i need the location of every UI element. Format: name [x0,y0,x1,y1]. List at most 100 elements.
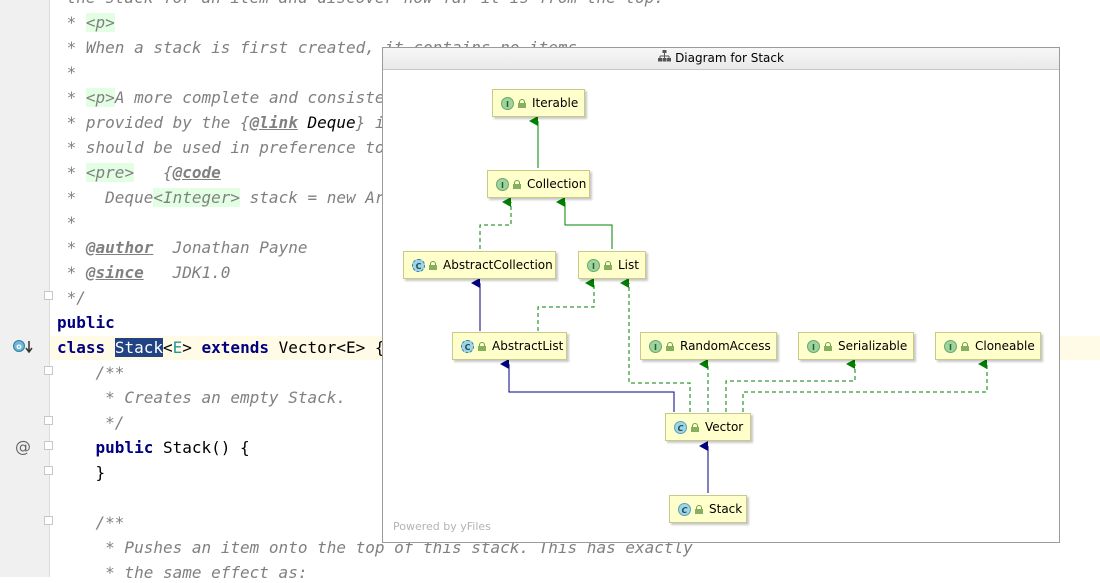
gutter-separator [49,0,50,577]
code-token: JDK1.0 [143,263,231,282]
node-cloneable[interactable]: I Cloneable [935,332,1041,360]
public-lock-icon [604,260,612,270]
node-label: Iterable [532,96,579,110]
code-line[interactable]: * [57,63,77,83]
code-line[interactable]: * Creates an empty Stack. [57,388,346,408]
node-label: List [618,258,639,272]
code-token: E [172,338,183,357]
class-icon: C [674,420,687,434]
node-abstract-collection[interactable]: C AbstractCollection [403,251,556,279]
public-lock-icon [961,341,969,351]
interface-icon: I [807,339,820,353]
interface-icon: I [501,96,514,110]
code-line[interactable]: * <p> [57,13,115,33]
fold-marker[interactable] [44,516,53,525]
code-token: * [57,63,77,82]
node-serializable[interactable]: I Serializable [798,332,914,360]
code-line[interactable]: */ [57,413,124,433]
edge-vector-cloneable [742,359,988,412]
node-label: Vector [705,420,744,434]
code-line[interactable]: /** [57,513,125,533]
public-lock-icon [478,341,486,351]
node-random-access[interactable]: I RandomAccess [640,332,777,360]
public-lock-icon [429,260,437,270]
code-token [57,438,96,457]
code-line[interactable]: /** [57,363,125,383]
edge-vector-abstractlist [500,359,675,412]
code-line[interactable]: public [57,313,115,333]
edge-vector-list [620,278,691,412]
edge-abstractcollection-collection [479,197,512,249]
edge-list-collection [556,197,613,249]
code-token: /** [57,363,125,382]
hierarchy-icon [658,48,672,69]
code-token [105,338,115,357]
code-token: * Creates an empty Stack. [57,388,346,407]
public-lock-icon [518,98,526,108]
code-line[interactable]: * @since JDK1.0 [57,263,231,283]
node-iterable[interactable]: I Iterable [492,89,585,117]
diagram-canvas[interactable]: I Iterable I Collection C AbstractCollec… [383,69,1059,542]
code-token: @since [85,263,144,282]
public-lock-icon [691,422,699,432]
code-line[interactable]: */ [57,288,86,308]
code-line[interactable]: } [57,463,106,483]
node-label: AbstractList [492,339,564,353]
interface-icon: I [496,177,509,191]
edge-abstractlist-list [537,278,595,331]
code-token: * [57,163,86,182]
code-token: * the same effect as: [57,563,308,582]
abstract-class-icon: C [461,339,474,353]
code-line[interactable]: * [57,213,77,233]
code-line[interactable]: * @author Jonathan Payne [57,238,308,258]
powered-by-label: Powered by yFiles [393,520,491,533]
edge-vector-serializable [725,359,856,412]
code-token: * [57,88,86,107]
interface-icon: I [944,339,957,353]
code-token: <pre> [85,163,135,182]
code-token: Stack() { [153,438,250,457]
code-token: @author [85,238,154,257]
code-token: /** [57,513,125,532]
code-line[interactable]: public Stack() { [57,438,250,458]
code-token: <p> [85,88,115,107]
code-token: * [57,13,86,32]
node-label: Stack [709,502,743,516]
interface-icon: I [649,339,662,353]
node-vector[interactable]: C Vector [665,413,751,441]
node-collection[interactable]: I Collection [487,170,590,198]
popup-title-bar[interactable]: Diagram for Stack [383,48,1059,70]
code-line[interactable]: the stack for an item and discover how f… [57,0,664,8]
code-line[interactable]: class Stack<E> extends Vector<E> { [57,338,385,358]
code-line[interactable]: * the same effect as: [57,563,307,583]
code-token: * [57,238,86,257]
node-stack[interactable]: C Stack [669,495,747,523]
public-lock-icon [666,341,674,351]
public-lock-icon [513,179,521,189]
diagram-popup[interactable]: Diagram for Stack [382,47,1060,543]
code-token: the stack for an item and discover how f… [57,0,664,7]
code-token: > [182,338,202,357]
overrides-method-icon[interactable]: o [12,338,33,356]
fold-marker[interactable] [44,366,53,375]
code-token: Vector<E> { [268,338,385,357]
code-line[interactable]: * <pre> {@code [57,163,221,183]
code-token: Jonathan Payne [153,238,308,257]
node-abstract-list[interactable]: C AbstractList [452,332,567,360]
node-label: RandomAccess [680,339,771,353]
fold-marker[interactable] [44,466,53,475]
annotation-at-icon[interactable]: @ [15,437,31,456]
code-token: @code [172,163,221,182]
fold-marker[interactable] [44,441,53,450]
code-token: @link [249,113,298,132]
code-token: <Integer> [153,188,241,207]
code-token: public [57,313,115,332]
node-label: AbstractCollection [443,258,553,272]
diagram-edges [471,116,988,493]
code-token: Stack [114,338,163,357]
interface-icon: I [587,258,600,272]
fold-marker[interactable] [44,416,53,425]
fold-marker[interactable] [44,291,53,300]
node-list[interactable]: I List [578,251,646,279]
code-token: * provided by the { [57,113,250,132]
